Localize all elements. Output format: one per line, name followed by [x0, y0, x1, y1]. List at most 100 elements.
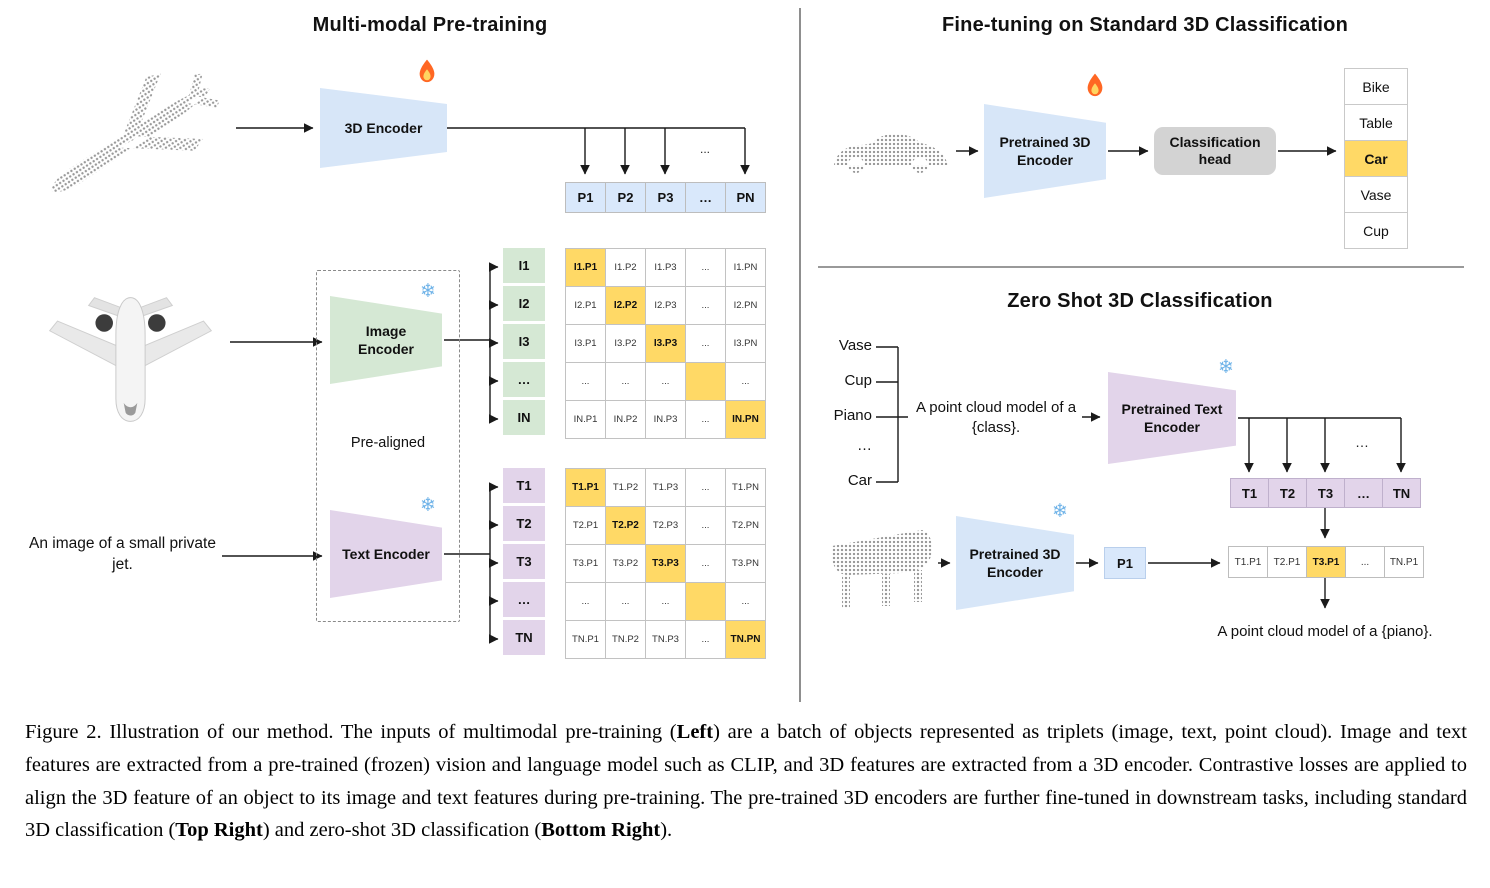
matrix-cell: TN.PN [726, 621, 766, 659]
image-encoder-label: Image Encoder [357, 322, 414, 357]
fire-icon [419, 59, 435, 83]
zs-class-item: Car [847, 472, 872, 489]
snowflake-icon: ❄ [420, 494, 436, 516]
matrix-cell: IN.P3 [646, 401, 686, 439]
result-cell-max: T3.P1 [1307, 546, 1346, 578]
text-feature-label: TN [503, 620, 545, 658]
matrix-cell: I2.P1 [566, 287, 606, 325]
snowflake-icon: ❄ [1052, 500, 1068, 522]
matrix-cell: I2.P3 [646, 287, 686, 325]
zs-class-item: Vase [838, 337, 872, 354]
prealigned-label: Pre-aligned [350, 435, 426, 451]
pretrained-3d-encoder-finetune: Pretrained 3D Encoder [984, 104, 1106, 198]
point-feature-header: P1 P2 P3 … PN [565, 182, 766, 213]
caption-text: Figure 2. Illustration of our method. Th… [25, 721, 677, 743]
t-cell: T1 [1231, 478, 1269, 508]
prompt-text: A point cloud model of a {class}. [915, 399, 1077, 437]
zeroshot-title: Zero Shot 3D Classification [1007, 290, 1273, 312]
matrix-cell: T3.P3 [646, 545, 686, 583]
panel-dividers [799, 8, 1464, 702]
image-feature-label: I1 [503, 248, 545, 286]
matrix-cell: ... [686, 545, 726, 583]
t-cell: … [1345, 478, 1383, 508]
matrix-cell: IN.P2 [606, 401, 646, 439]
matrix-cell: ... [566, 583, 606, 621]
matrix-cell: I3.P2 [606, 325, 646, 363]
caption-bold-left: Left [676, 721, 714, 743]
branch-ellipsis: ... [699, 142, 710, 156]
matrix-cell: I1.P3 [646, 249, 686, 287]
caption-bold-top-right: Top Right [175, 819, 263, 842]
similarity-result-row: T1.P1 T2.P1 T3.P1 ... TN.P1 [1228, 546, 1424, 578]
result-cell: TN.P1 [1385, 546, 1424, 578]
image-feature-label: I2 [503, 286, 545, 324]
matrix-cell: ... [606, 363, 646, 401]
prealigned-box [316, 270, 460, 622]
p-header-cell: P2 [606, 182, 646, 213]
matrix-cell: ... [646, 583, 686, 621]
matrix-cell: TN.P3 [646, 621, 686, 659]
matrix-cell: I2.P2 [606, 287, 646, 325]
pretrained-3d-encoder-zeroshot: Pretrained 3D Encoder [956, 516, 1074, 610]
matrix-cell: TN.P2 [606, 621, 646, 659]
caption-text: ) are a batch of objects represented as … [25, 721, 1467, 842]
snowflake-icon: ❄ [420, 280, 436, 302]
matrix-cell: T1.P1 [566, 469, 606, 507]
encoder-3d-label: 3D Encoder [344, 119, 423, 136]
image-feature-label: IN [503, 400, 545, 438]
matrix-cell: T3.P1 [566, 545, 606, 583]
pretrained-text-encoder: Pretrained Text Encoder [1108, 372, 1236, 464]
caption-text: ) and zero-shot 3D classification ( [262, 819, 542, 842]
matrix-cell: I2.PN [726, 287, 766, 325]
matrix-cell: T3.P2 [606, 545, 646, 583]
matrix-cell: ... [686, 469, 726, 507]
zs-class-item: Cup [844, 372, 872, 389]
text-feature-label: T1 [503, 468, 545, 506]
matrix-cell: TN.P1 [566, 621, 606, 659]
p-header-cell: P3 [646, 182, 686, 213]
result-cell: T1.P1 [1229, 546, 1268, 578]
matrix-cell: IN.P1 [566, 401, 606, 439]
image-feature-label: … [503, 362, 545, 400]
matrix-cell: T2.P1 [566, 507, 606, 545]
matrix-cell: T2.P2 [606, 507, 646, 545]
matrix-cell: I1.PN [726, 249, 766, 287]
matrix-cell: ... [726, 583, 766, 621]
pretrained-3d-encoder-label: Pretrained 3D Encoder [969, 545, 1061, 580]
classification-head: Classification head [1154, 127, 1276, 175]
figure-caption: Figure 2. Illustration of our method. Th… [25, 716, 1467, 847]
finetuning-title: Fine-tuning on Standard 3D Classificatio… [941, 14, 1348, 36]
t-cell: T2 [1269, 478, 1307, 508]
result-cell: T2.P1 [1268, 546, 1307, 578]
classification-head-label: Classification head [1169, 133, 1261, 168]
matrix-cell: ... [686, 249, 726, 287]
text-feature-label: T2 [503, 506, 545, 544]
pretrained-text-encoder-label: Pretrained Text Encoder [1121, 400, 1223, 435]
matrix-cell [686, 363, 726, 401]
t-branch-ellipsis: … [1355, 434, 1369, 450]
text-feature-labels: T1 T2 T3 … TN [503, 468, 545, 658]
snowflake-icon: ❄ [1218, 356, 1234, 378]
matrix-cell: ... [686, 401, 726, 439]
t-cell: TN [1383, 478, 1421, 508]
matrix-cell: ... [646, 363, 686, 401]
class-item: Table [1344, 105, 1408, 141]
text-encoder: Text Encoder [330, 510, 442, 598]
zeroshot-result-text: A point cloud model of a {piano}. [1217, 623, 1433, 640]
matrix-cell: IN.PN [726, 401, 766, 439]
class-item-predicted: Car [1344, 141, 1408, 177]
p-header-cell: PN [726, 182, 766, 213]
image-point-matrix: I1.P1 I1.P2 I1.P3 ... I1.PN I2.P1 I2.P2 … [565, 248, 766, 439]
result-cell: ... [1346, 546, 1385, 578]
matrix-cell: I3.P3 [646, 325, 686, 363]
p-header-cell: P1 [566, 182, 606, 213]
image-feature-labels: I1 I2 I3 … IN [503, 248, 545, 438]
matrix-cell: T1.P3 [646, 469, 686, 507]
class-item: Cup [1344, 213, 1408, 249]
matrix-cell: T2.PN [726, 507, 766, 545]
zs-class-item: Piano [833, 407, 872, 424]
text-point-matrix: T1.P1 T1.P2 T1.P3 ... T1.PN T2.P1 T2.P2 … [565, 468, 766, 659]
matrix-cell: ... [606, 583, 646, 621]
matrix-cell: I1.P1 [566, 249, 606, 287]
